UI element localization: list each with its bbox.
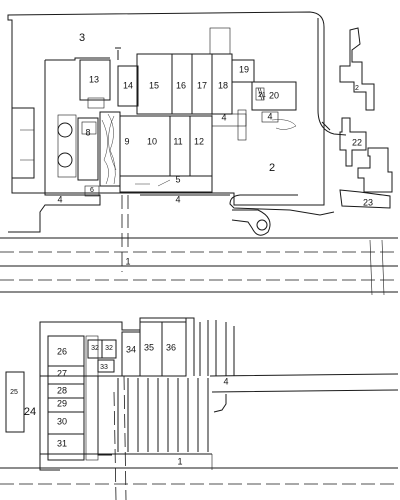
lower-plan-label-30: 30 [57,416,67,426]
cul-de-sac [231,209,271,236]
tank-1 [57,122,73,138]
site-plan-label-17: 17 [197,80,207,90]
lower-plan-label-31: 31 [57,438,67,448]
lower-plan-label-32: 32 [91,345,99,352]
lower-boundary [39,317,187,377]
site-plan-label-15: 15 [149,80,159,90]
platform-5 [119,175,213,193]
site-plan-label-23: 23 [363,197,373,207]
lower-plan-label-32b: 32 [105,345,113,352]
site-plan-label-8: 8 [85,127,90,137]
site-plan-label-4b: 4 [175,194,180,204]
building-15-18-block [136,53,233,115]
site-plan-label-1: 1 [125,256,130,266]
building-33 [97,359,115,373]
site-plan-label-18: 18 [218,80,228,90]
lower-plan-label-27: 27 [57,368,67,378]
building-14 [117,65,139,107]
building-23 [357,147,393,193]
lower-plan-label-25: 25 [10,389,18,396]
site-boundary [7,11,325,206]
site-plan-label-6: 6 [90,187,94,194]
site-plan-label-4d: 4 [267,111,272,121]
building-west [11,107,35,179]
site-plan-label-10: 10 [147,136,157,146]
hatched-area-9 [99,111,121,187]
site-plan-label-12: 12 [194,136,204,146]
building-13 [79,59,111,101]
site-plan-label-19: 19 [239,64,249,74]
site-plan-label-22: 22 [352,137,362,147]
building-8 [77,117,99,181]
building-6 [84,185,100,197]
highway [0,237,398,296]
site-plan-label-3: 3 [79,32,85,44]
lower-plan-label-29: 29 [57,398,67,408]
site-plan-label-14: 14 [123,80,133,90]
building-25 [5,371,25,433]
site-plan-label-13: 13 [89,74,99,84]
lower-plan-label-36: 36 [166,342,176,352]
building-32b [101,339,117,359]
site-plan-label-2: 2 [269,162,275,174]
inner-road [8,60,101,233]
building-36 [161,321,187,377]
site-plan-label-4a: 4 [57,194,62,204]
pipe [121,195,129,272]
site-plan-label-21: 21 [258,92,266,99]
lower-plan-label-33: 33 [100,364,108,371]
site-plan-label-2b: 2 [355,85,359,92]
building-21 [339,27,375,111]
tank-2 [57,152,73,168]
access-road [317,18,347,136]
upper-site-plan [7,11,393,272]
site-plan-label-4c: 4 [221,112,226,122]
lower-plan-label-1: 1 [177,456,182,466]
lower-plan-label-34: 34 [126,344,136,354]
road-4 [209,373,399,393]
lower-plan-label-26: 26 [57,346,67,356]
site-plan-label-20: 20 [269,90,279,100]
building-22 [339,117,367,167]
lower-plan-label-24: 24 [24,406,36,418]
site-plan-label-16: 16 [176,80,186,90]
building-20 [251,81,297,111]
connector-4 [211,113,247,127]
parking-slats [117,378,209,452]
lower-plan-label-4: 4 [223,376,228,386]
site-plan-label-11: 11 [173,136,182,146]
lower-plan-label-35: 35 [144,342,154,352]
site-plan-label-9: 9 [124,136,129,146]
building-19 [231,59,255,83]
site-plan-label-5: 5 [175,174,180,184]
bottom-road [0,453,398,469]
lower-plan [0,317,399,500]
lower-plan-label-28: 28 [57,385,67,395]
